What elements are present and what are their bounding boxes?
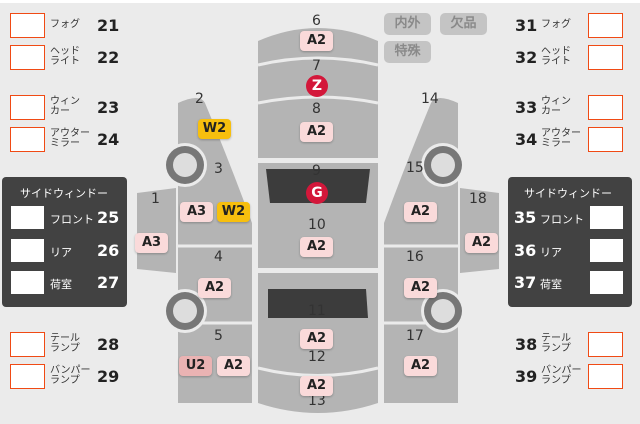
checkbox-27[interactable] [11,271,44,294]
filter-tokushu-button[interactable]: 特殊 [384,41,431,63]
lamp-number: 21 [97,16,120,35]
lamp-number: 23 [97,98,120,117]
panel-item-label: 荷室 [540,278,562,291]
part-number: 15 [406,160,424,176]
checkbox-25[interactable] [11,206,44,229]
rear-window [268,289,368,318]
lamp-number: 31 [515,16,538,35]
checkbox-39[interactable] [588,364,623,389]
panel-title: サイドウィンドー [524,187,612,200]
part-number: 8 [312,101,321,117]
part-number: 6 [312,13,321,29]
lamp-label: テール ランプ [541,333,571,354]
lamp-number: 22 [97,48,120,67]
filter-keppin-button[interactable]: 欠品 [440,13,487,35]
panel-item-label: リア [540,246,562,259]
part-number: 16 [406,249,424,265]
panel-item-number: 26 [97,241,120,260]
lamp-label: ウィン カー [50,96,80,117]
lamp-number: 29 [97,367,120,386]
part-number: 2 [195,91,204,107]
lamp-number: 28 [97,335,120,354]
damage-badge[interactable]: U2 [179,356,212,376]
damage-badge[interactable]: A2 [465,233,498,253]
side-window-panel-right: サイドウィンドー 35 フロント 36 リア 37 荷室 [508,177,632,307]
lamp-label: ヘッド ライト [541,46,571,67]
lamp-label: フォグ [50,19,80,30]
checkbox-31[interactable] [588,13,623,38]
part-number: 17 [406,328,424,344]
checkbox-34[interactable] [588,127,623,152]
lamp-label: テール ランプ [50,333,80,354]
lamp-label: アウター ミラー [541,128,581,149]
part-number: 11 [308,303,326,319]
checkbox-22[interactable] [10,45,45,70]
checkbox-32[interactable] [588,45,623,70]
wheel-icon [163,143,465,333]
damage-badge[interactable]: A2 [300,329,333,349]
checkbox-38[interactable] [588,332,623,357]
panel-item-number: 25 [97,208,120,227]
damage-badge[interactable]: A2 [300,376,333,396]
damage-badge[interactable]: A3 [135,233,168,253]
lamp-number: 38 [515,335,538,354]
part-number: 14 [421,91,439,107]
damage-badge-alert[interactable]: G [306,182,328,204]
filter-naigai-button[interactable]: 内外 [384,13,431,35]
panel-item-number: 36 [514,241,537,260]
panel-item-label: フロント [50,213,94,226]
panel-item-number: 37 [514,273,537,292]
damage-badge[interactable]: A2 [217,356,250,376]
checkbox-37[interactable] [590,271,623,294]
panel-item-number: 27 [97,273,120,292]
part-number: 18 [469,191,487,207]
checkbox-23[interactable] [10,95,45,120]
lamp-label: フォグ [541,19,571,30]
damage-badge-warning[interactable]: W2 [217,202,250,222]
damage-badge[interactable]: A2 [198,278,231,298]
damage-badge[interactable]: A2 [404,356,437,376]
damage-badge[interactable]: A3 [180,202,213,222]
panel-item-label: 荷室 [50,278,72,291]
damage-badge[interactable]: A2 [300,122,333,142]
checkbox-26[interactable] [11,239,44,262]
damage-badge[interactable]: A2 [404,278,437,298]
part-number: 1 [151,191,160,207]
part-number: 3 [214,161,223,177]
checkbox-29[interactable] [10,364,45,389]
lamp-number: 32 [515,48,538,67]
panel-item-label: フロント [540,213,584,226]
damage-badge[interactable]: A2 [300,31,333,51]
lamp-label: ヘッド ライト [50,46,80,67]
part-number: 4 [214,249,223,265]
checkbox-28[interactable] [10,332,45,357]
part-number: 12 [308,349,326,365]
checkbox-24[interactable] [10,127,45,152]
lamp-number: 39 [515,367,538,386]
checkbox-36[interactable] [590,239,623,262]
side-window-panel-left: サイドウィンドー フロント 25 リア 26 荷室 27 [2,177,127,307]
damage-badge[interactable]: A2 [404,202,437,222]
checkbox-35[interactable] [590,206,623,229]
part-number: 13 [308,393,326,409]
lamp-number: 24 [97,130,120,149]
lamp-number: 33 [515,98,538,117]
damage-badge-warning[interactable]: W2 [198,119,231,139]
damage-badge[interactable]: A2 [300,237,333,257]
part-number: 5 [214,328,223,344]
panel-item-label: リア [50,246,72,259]
lamp-label: バンパー ランプ [50,365,91,386]
lamp-label: バンパー ランプ [541,365,582,386]
checkbox-21[interactable] [10,13,45,38]
part-number: 7 [312,58,321,74]
panel-item-number: 35 [514,208,537,227]
checkbox-33[interactable] [588,95,623,120]
part-number: 10 [308,217,326,233]
lamp-label: ウィン カー [541,96,571,117]
panel-title: サイドウィンドー [20,187,108,200]
lamp-label: アウター ミラー [50,128,90,149]
damage-badge-alert[interactable]: Z [306,75,328,97]
lamp-number: 34 [515,130,538,149]
part-number: 9 [312,163,321,179]
